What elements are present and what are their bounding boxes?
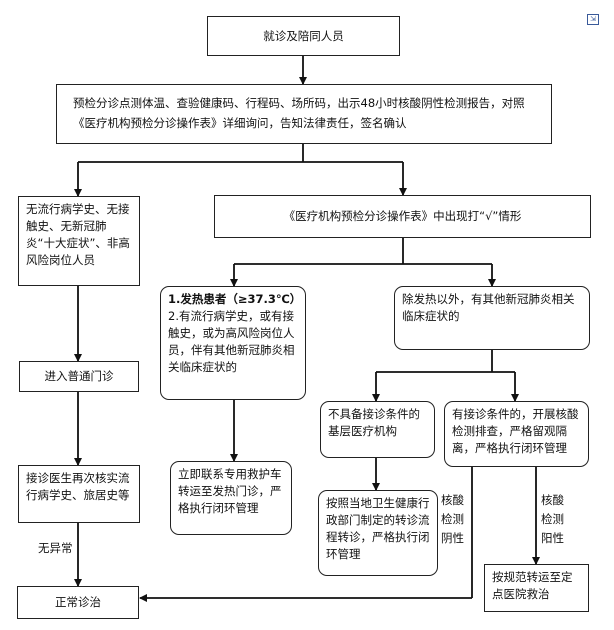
designated-hospital-text: 按规范转运至定点医院救治 [492,570,573,601]
local-transfer-text: 按照当地卫生健康行政部门制定的转诊流程转诊，严格执行闭环管理 [326,496,430,561]
no-risk-text: 无流行病学史、无接触史、无新冠肺炎“十大症状”、非高风险岗位人员 [26,202,130,267]
normal-treatment-node: 正常诊治 [17,586,139,619]
no-condition-text: 不具备接诊条件的基层医疗机构 [328,407,420,438]
general-clinic-node: 进入普通门诊 [19,361,139,392]
fever-case-line1: 1.发热患者（≥37.3℃） [168,292,302,306]
fever-case-node: 1.发热患者（≥37.3℃） 2.有流行病学史，或有接触史，或为高风险岗位人员，… [160,286,306,400]
doctor-check-node: 接诊医生再次核实流行病学史、旅居史等 [18,465,140,523]
other-symptoms-text: 除发热以外，有其他新冠肺炎相关临床症状的 [402,292,575,323]
start-node: 就诊及陪同人员 [207,16,400,56]
fever-case-line2: 2.有流行病学史，或有接触史，或为高风险岗位人员，伴有其他新冠肺炎相关临床症状的 [168,309,295,374]
normal-label-text: 无异常 [38,541,73,555]
designated-hospital-node: 按规范转运至定点医院救治 [484,564,589,612]
negative-label-text: 核酸检测阴性 [441,493,464,545]
no-condition-node: 不具备接诊条件的基层医疗机构 [320,401,435,458]
positive-label: 核酸检测阳性 [541,491,569,548]
negative-label: 核酸检测阴性 [441,491,469,548]
transfer-fever-text: 立即联系专用救护车转运至发热门诊，严格执行闭环管理 [178,467,282,515]
general-clinic-text: 进入普通门诊 [44,369,114,383]
has-condition-node: 有接诊条件的，开展核酸检测排查，严格留观隔离，严格执行闭环管理 [444,401,589,467]
external-link-icon[interactable]: ⇲ [587,14,599,25]
transfer-fever-node: 立即联系专用救护车转运至发热门诊，严格执行闭环管理 [170,461,292,535]
checked-node: 《医疗机构预检分诊操作表》中出现打“√”情形 [214,195,591,238]
screening-text: 预检分诊点测体温、查验健康码、行程码、场所码，出示48小时核酸阴性检测报告，对照… [73,96,525,130]
normal-label: 无异常 [38,540,78,557]
other-symptoms-node: 除发热以外，有其他新冠肺炎相关临床症状的 [394,286,590,350]
no-risk-node: 无流行病学史、无接触史、无新冠肺炎“十大症状”、非高风险岗位人员 [18,196,140,286]
doctor-check-text: 接诊医生再次核实流行病学史、旅居史等 [26,471,130,502]
checked-text: 《医疗机构预检分诊操作表》中出现打“√”情形 [283,209,522,223]
normal-treatment-text: 正常诊治 [55,595,101,609]
start-node-label: 就诊及陪同人员 [263,29,344,43]
has-condition-text: 有接诊条件的，开展核酸检测排查，严格留观隔离，严格执行闭环管理 [452,407,579,455]
positive-label-text: 核酸检测阳性 [541,493,564,545]
local-transfer-node: 按照当地卫生健康行政部门制定的转诊流程转诊，严格执行闭环管理 [318,490,438,576]
screening-node: 预检分诊点测体温、查验健康码、行程码、场所码，出示48小时核酸阴性检测报告，对照… [56,84,552,144]
